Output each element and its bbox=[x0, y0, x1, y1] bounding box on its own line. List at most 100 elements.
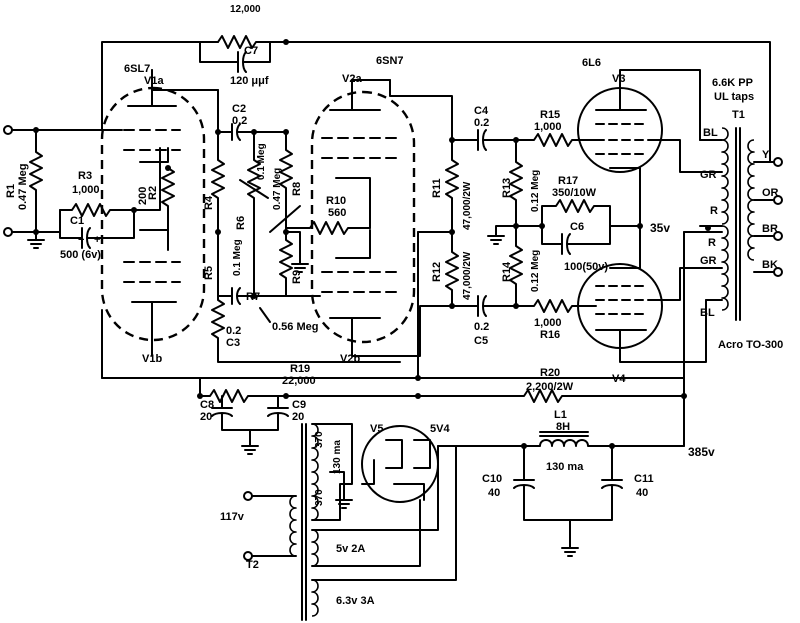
v1a-label: V1a bbox=[144, 75, 164, 87]
v2a-label: V2a bbox=[342, 73, 362, 85]
r7-value: 0.56 Meg bbox=[272, 321, 318, 333]
r19-label: R19 bbox=[290, 363, 310, 375]
t1-sec-or: OR bbox=[762, 187, 779, 199]
t1-tap-3: R bbox=[710, 205, 718, 217]
l1-current: 130 ma bbox=[546, 461, 584, 473]
r1-value: 0.47 Meg bbox=[17, 164, 29, 210]
c7-value: 120 μμf bbox=[230, 75, 269, 87]
r10-label: R10 bbox=[326, 195, 346, 207]
r6-value: 0.1 Meg bbox=[256, 143, 267, 180]
r13-value: 0.12 Meg bbox=[530, 170, 541, 212]
t1-model: Acro TO-300 bbox=[718, 339, 783, 351]
t1-sec-y: Y bbox=[762, 149, 770, 161]
c9-value: 20 bbox=[292, 411, 304, 423]
c1-value: 500 (6v) bbox=[60, 249, 101, 261]
r20-value: 2,200/2W bbox=[526, 381, 574, 393]
t1-spec-line1: 6.6K PP bbox=[712, 77, 753, 89]
c5-label: C5 bbox=[474, 335, 488, 347]
v1b-label: V1b bbox=[142, 353, 162, 365]
t1-spec-line2: UL taps bbox=[714, 91, 754, 103]
c4-value: 0.2 bbox=[474, 117, 489, 129]
c8-value: 20 bbox=[200, 411, 212, 423]
r12-value: 47,000/2W bbox=[462, 251, 473, 300]
r5-value: 0.1 Meg bbox=[232, 239, 243, 276]
r2-value: 200 bbox=[137, 187, 149, 205]
c6-label: C6 bbox=[570, 221, 584, 233]
c3-value: 0.2 bbox=[226, 325, 241, 337]
feedback-network bbox=[101, 35, 771, 163]
l1-value: 8H bbox=[556, 421, 570, 433]
output-terminal-br[interactable] bbox=[773, 231, 783, 241]
v5-type: 5V4 bbox=[430, 423, 450, 435]
output-transformer bbox=[683, 127, 775, 321]
r11-value: 47,000/2W bbox=[462, 181, 473, 230]
output-terminal-or[interactable] bbox=[773, 195, 783, 205]
output-terminal-bk[interactable] bbox=[773, 267, 783, 277]
c3-label: C3 bbox=[226, 337, 240, 349]
c4-label: C4 bbox=[474, 105, 489, 117]
l1-label: L1 bbox=[554, 409, 567, 421]
t1-tap-4: R bbox=[708, 237, 716, 249]
r17-value: 350/10W bbox=[552, 187, 597, 199]
output-terminal-y[interactable] bbox=[773, 157, 783, 167]
c7-label: C7 bbox=[244, 45, 258, 57]
b-plus-rail bbox=[101, 231, 687, 455]
t1-tap-5: GR bbox=[700, 255, 717, 267]
r15-value: 1,000 bbox=[534, 121, 562, 133]
r11-label: R11 bbox=[431, 178, 443, 198]
r17-label: R17 bbox=[558, 175, 578, 187]
v2b-label: V2b bbox=[340, 353, 360, 365]
c6-value: 100(50v) bbox=[564, 261, 608, 273]
tube-v3 bbox=[577, 69, 707, 227]
r3-value: 1,000 bbox=[72, 184, 100, 196]
c11-value: 40 bbox=[636, 487, 648, 499]
t2-rect-winding: 5v 2A bbox=[336, 543, 365, 555]
b-plus-voltage: 385v bbox=[688, 445, 715, 459]
t2-hv-current: 130 ma bbox=[332, 440, 343, 474]
mains-terminal-2[interactable] bbox=[243, 551, 253, 561]
c2-label: C2 bbox=[232, 103, 246, 115]
r15-label: R15 bbox=[540, 109, 560, 121]
r20-label: R20 bbox=[540, 367, 560, 379]
c10-value: 40 bbox=[488, 487, 500, 499]
interstage-v1-v2 bbox=[151, 69, 401, 363]
mains-terminal-1[interactable] bbox=[243, 491, 253, 501]
tube-v2 bbox=[285, 79, 416, 353]
c8-label: C8 bbox=[200, 399, 214, 411]
r3-label: R3 bbox=[78, 170, 92, 182]
v2-type: 6SN7 bbox=[376, 55, 404, 67]
cathode-voltage: 35v bbox=[650, 221, 670, 235]
r8-label: R8 bbox=[291, 182, 303, 196]
tube-v1 bbox=[100, 69, 206, 357]
r2-label: R2 bbox=[147, 186, 159, 200]
c11-label: C11 bbox=[634, 473, 654, 485]
v34-type: 6L6 bbox=[582, 57, 601, 69]
t2-mains-label: 117v bbox=[220, 511, 245, 523]
power-supply bbox=[251, 423, 685, 621]
c1-label: C1 bbox=[70, 215, 84, 227]
c10-label: C10 bbox=[482, 473, 502, 485]
c9-label: C9 bbox=[292, 399, 306, 411]
r14-label: R14 bbox=[501, 261, 513, 282]
t2-hv-top: 370 bbox=[314, 431, 325, 448]
r10-value: 560 bbox=[328, 207, 346, 219]
t2-label: T2 bbox=[246, 559, 259, 571]
t1-tap-6: BL bbox=[700, 307, 715, 319]
input-terminal-hot[interactable] bbox=[3, 125, 13, 135]
v5-label: V5 bbox=[370, 423, 383, 435]
v3-label: V3 bbox=[612, 73, 625, 85]
v1-type: 6SL7 bbox=[124, 63, 150, 75]
r4-label: R4 bbox=[203, 195, 215, 210]
input-terminal-ground[interactable] bbox=[3, 227, 13, 237]
t2-hv-bottom: 370 bbox=[314, 489, 325, 506]
c2-value: 0.2 bbox=[232, 115, 247, 127]
r9-label: R9 bbox=[291, 270, 303, 284]
r19-value: 22,000 bbox=[282, 375, 316, 387]
input-section bbox=[3, 125, 175, 249]
rfb-value: 12,000 bbox=[230, 4, 261, 15]
t1-sec-br: BR bbox=[762, 223, 778, 235]
r7-label: R7 bbox=[246, 291, 260, 303]
r16-value: 1,000 bbox=[534, 317, 562, 329]
t1-sec-bk: BK bbox=[762, 259, 778, 271]
